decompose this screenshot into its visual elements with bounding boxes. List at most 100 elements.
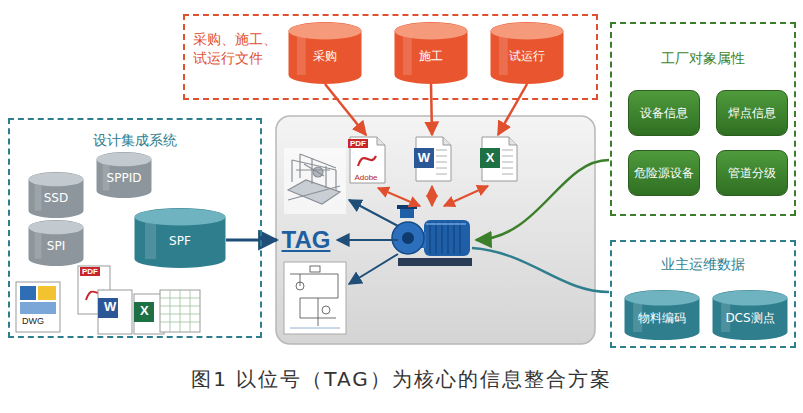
pid-drawing-part	[290, 274, 338, 326]
cylinder-top	[625, 291, 700, 306]
page-fold	[443, 137, 451, 145]
node-text: X	[481, 150, 499, 165]
cylinder-body	[29, 220, 84, 266]
cylinder-body	[491, 22, 564, 84]
pump-illustration-part	[398, 258, 472, 266]
cylinder-top	[29, 173, 84, 187]
page-line	[502, 156, 513, 157]
plant-3d-model	[284, 148, 346, 214]
node-text: SPI	[47, 240, 65, 254]
doc-pdf-node: PDF Adobe	[346, 136, 386, 184]
pump-illustration-part	[424, 220, 470, 256]
node-text: SSD	[44, 192, 68, 206]
group-teal-node: 设计集成系统 SSD SPPID SPI SPF	[8, 118, 262, 338]
node-text: 设备信息	[640, 106, 688, 121]
cyl-red-node: 施工	[394, 22, 468, 84]
pump-arrows-part	[472, 248, 609, 292]
flow-arrow	[226, 239, 277, 242]
pid-drawing-part	[310, 266, 320, 272]
pump-illustration	[392, 205, 472, 266]
pump-arrows-part	[431, 186, 433, 206]
app-badge	[414, 148, 434, 168]
cylinder-body	[625, 290, 700, 340]
cylinder-top	[713, 291, 788, 306]
plant-3d-model-part	[288, 154, 340, 200]
node-text: 危险源设备	[634, 166, 694, 181]
page-line	[502, 150, 513, 151]
node-text: 焊点信息	[728, 106, 776, 121]
cyl-teal-node: 物料编码	[624, 290, 700, 340]
gbox-node: 焊点信息	[716, 90, 788, 136]
group-teal2-node: 业主运维数据物料编码 DCS测点	[610, 240, 796, 348]
tag-node: TAG	[278, 222, 334, 258]
page-fold	[377, 137, 385, 145]
app-badge	[480, 148, 500, 168]
pump-illustration-part	[400, 208, 414, 218]
page-line	[436, 168, 447, 169]
node-text: 采购、施工、试运行文件	[193, 30, 285, 68]
node-text: 业主运维数据	[612, 256, 794, 274]
page-line	[436, 150, 447, 151]
node-text: SPPID	[107, 172, 142, 186]
page-fold	[509, 137, 517, 145]
file-icons-part	[16, 282, 60, 332]
pump-illustration-part	[430, 222, 460, 254]
file-icons-part	[20, 286, 36, 300]
page-line	[436, 162, 447, 163]
pump-illustration-part	[402, 232, 414, 244]
gbox-node: 设备信息	[628, 90, 700, 136]
pid-drawing-part	[322, 306, 330, 314]
pump-arrows-part	[378, 188, 420, 206]
node-text: 采购	[313, 50, 337, 64]
file-icon-label: X	[138, 303, 151, 318]
gbox-node: 管道分级	[716, 150, 788, 196]
group-red-node: 采购、施工、试运行文件采购 施工 试运行	[183, 14, 598, 100]
pid-drawing-part	[284, 262, 346, 334]
node-text: 试运行	[509, 50, 545, 64]
file-icons-part	[134, 302, 154, 322]
node-text: 设计集成系统	[10, 132, 260, 150]
pid-drawing-part	[296, 282, 304, 290]
cylinder-body	[29, 172, 84, 218]
cyl-grey-node: SPPID	[96, 152, 152, 198]
file-icons-part	[98, 290, 132, 334]
file-icon-label: PDF	[80, 267, 100, 276]
gbox-node: 危险源设备	[628, 150, 700, 196]
plant-3d-model-part	[288, 180, 340, 204]
cylinder-body	[395, 22, 468, 84]
pid-drawing-part	[290, 328, 340, 329]
center-panel	[276, 116, 595, 344]
flow-arrow	[498, 84, 527, 135]
pump-arrows-part	[444, 186, 488, 206]
file-icons-part	[160, 290, 200, 332]
node-text: DCS测点	[725, 312, 774, 326]
pump-illustration-part	[397, 205, 417, 209]
node-text: Adobe	[346, 173, 386, 182]
node-text: SPF	[169, 235, 191, 249]
page-line	[436, 156, 447, 157]
node-text: 物料编码	[638, 312, 686, 326]
cylinder-top	[135, 209, 226, 226]
pump-arrows-part	[349, 200, 398, 226]
node-text: PDF	[348, 139, 368, 148]
file-icons-part	[98, 298, 118, 318]
file-icon-label: DWG	[20, 316, 46, 326]
cyl-red-node: 采购	[288, 22, 362, 84]
cylinder-body	[289, 22, 362, 84]
plant-3d-model-part	[284, 148, 346, 214]
node-text: TAG	[282, 226, 331, 254]
cylinder-top	[97, 153, 152, 167]
file-icons	[16, 266, 200, 334]
cylinder-body	[135, 208, 226, 268]
cylinder-top	[395, 23, 468, 40]
cylinder-top	[289, 23, 362, 40]
pump-arrows-part	[349, 254, 398, 284]
cyl-red-node: 试运行	[490, 22, 564, 84]
node-text: 施工	[419, 50, 443, 64]
file-icons-part	[38, 286, 56, 300]
node-text: 管道分级	[728, 166, 776, 181]
cyl-grey-node: SSD	[28, 172, 84, 218]
cylinder-top	[491, 23, 564, 40]
node-text: 工厂对象属性	[612, 50, 794, 68]
